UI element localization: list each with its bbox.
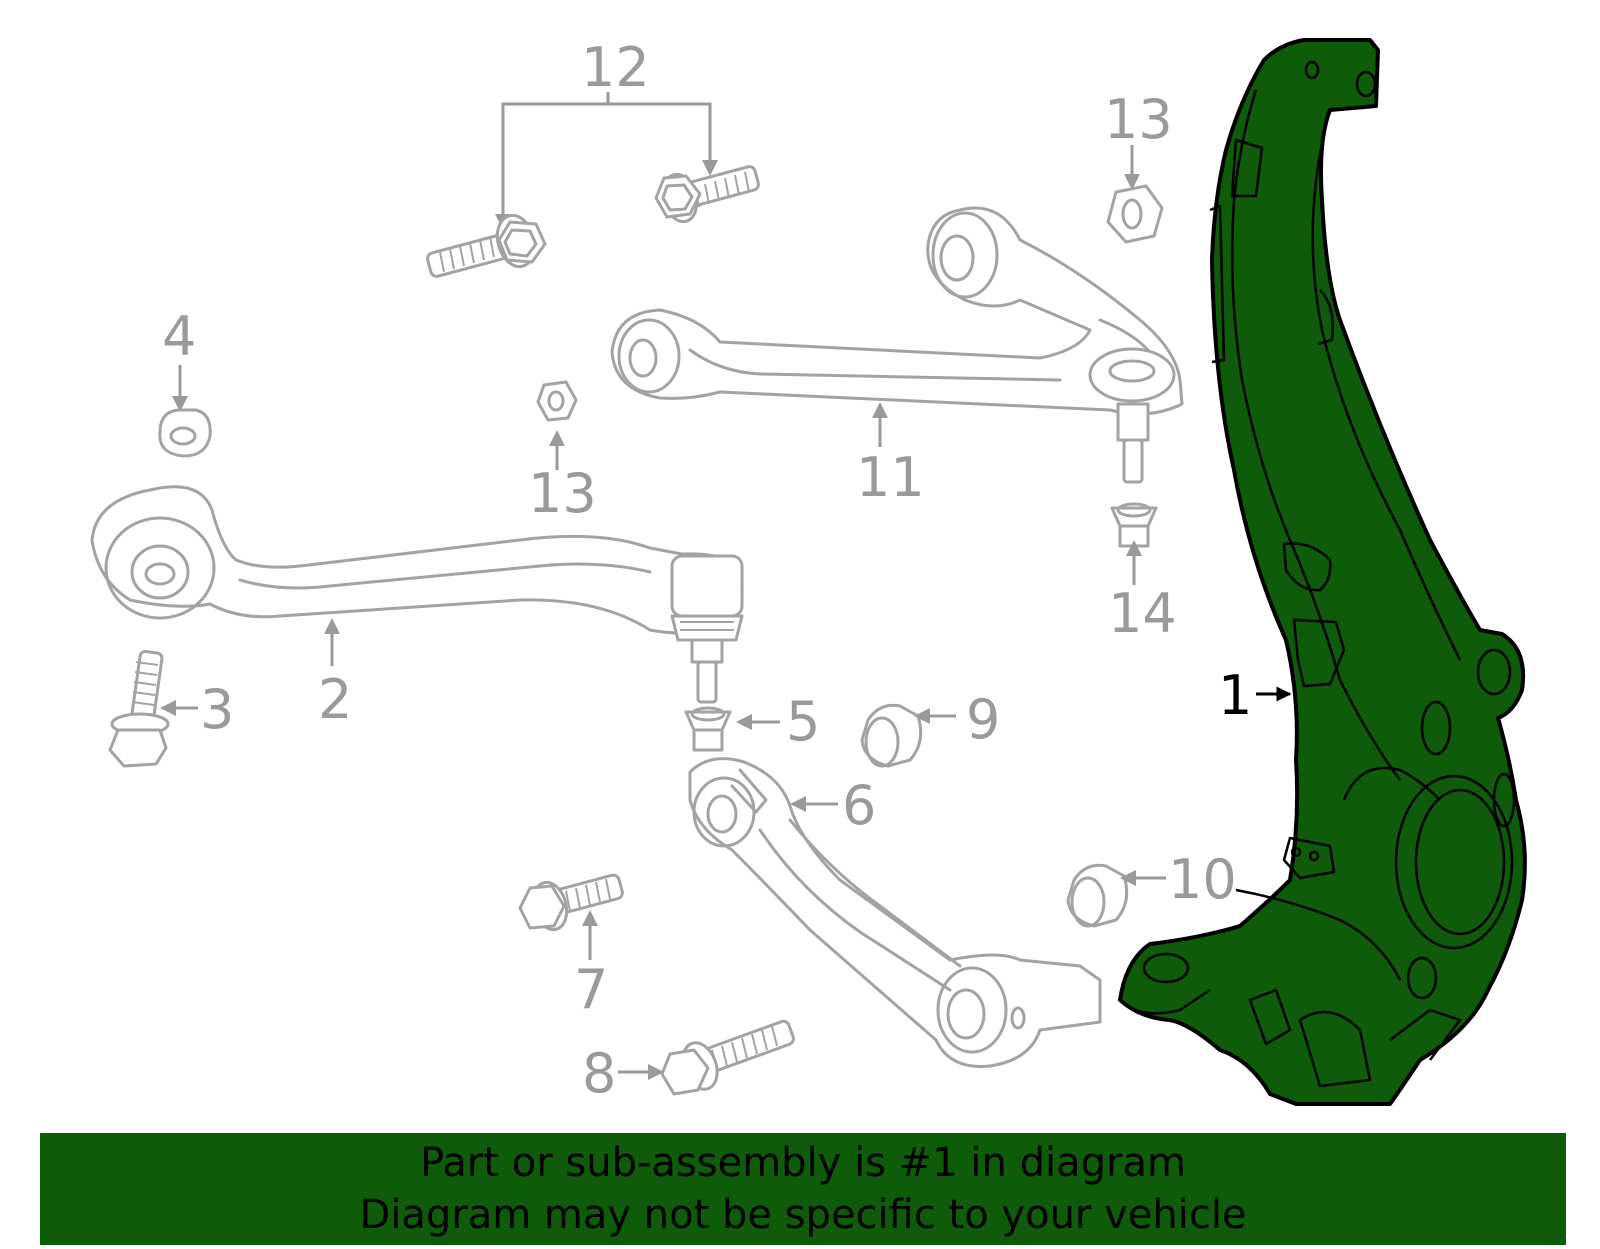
callout-8[interactable]: 8 — [582, 1042, 616, 1105]
callout-9[interactable]: 9 — [966, 688, 1000, 751]
part-13-nut-upper[interactable]: 13 — [1104, 88, 1173, 244]
callout-13-upper[interactable]: 13 — [1104, 88, 1173, 151]
callout-6[interactable]: 6 — [842, 774, 876, 837]
callout-10[interactable]: 10 — [1168, 848, 1237, 911]
banner-background — [40, 1133, 1566, 1245]
callout-2[interactable]: 2 — [318, 668, 352, 731]
callout-4[interactable]: 4 — [162, 305, 196, 368]
part-10-bushing[interactable]: 10 — [1066, 848, 1237, 928]
part-4-nut[interactable]: 4 — [158, 305, 212, 458]
part-6-lateral-link[interactable]: 6 — [688, 757, 1102, 1068]
notice-banner: Part or sub-assembly is #1 in diagram Di… — [40, 1133, 1566, 1245]
part-3-bolt[interactable]: 3 — [108, 649, 234, 768]
callout-3[interactable]: 3 — [200, 678, 234, 741]
part-8-bolt[interactable]: 8 — [582, 1019, 795, 1105]
part-12-bolts[interactable]: 12 — [426, 36, 760, 278]
callout-11[interactable]: 11 — [856, 446, 925, 509]
callout-14[interactable]: 14 — [1108, 582, 1177, 645]
part-5-nut[interactable]: 5 — [684, 690, 820, 753]
part-9-bushing[interactable]: 9 — [860, 688, 1000, 768]
callout-12[interactable]: 12 — [581, 36, 650, 99]
part-14-nut[interactable]: 14 — [1108, 502, 1177, 645]
banner-line-1: Part or sub-assembly is #1 in diagram — [420, 1140, 1186, 1186]
part-2-lower-control-arm[interactable]: 2 — [90, 485, 744, 731]
part-1-steering-knuckle[interactable]: 1 — [1118, 38, 1527, 1106]
callout-13-middle[interactable]: 13 — [528, 462, 597, 525]
callout-7[interactable]: 7 — [574, 958, 608, 1021]
part-11-upper-control-arm[interactable]: 11 — [610, 206, 1184, 509]
part-7-bolt[interactable]: 7 — [518, 873, 624, 1021]
part-13-nut-middle[interactable]: 13 — [528, 380, 597, 525]
banner-line-2: Diagram may not be specific to your vehi… — [359, 1192, 1247, 1238]
callout-1[interactable]: 1 — [1218, 664, 1252, 727]
callout-5[interactable]: 5 — [786, 690, 820, 753]
